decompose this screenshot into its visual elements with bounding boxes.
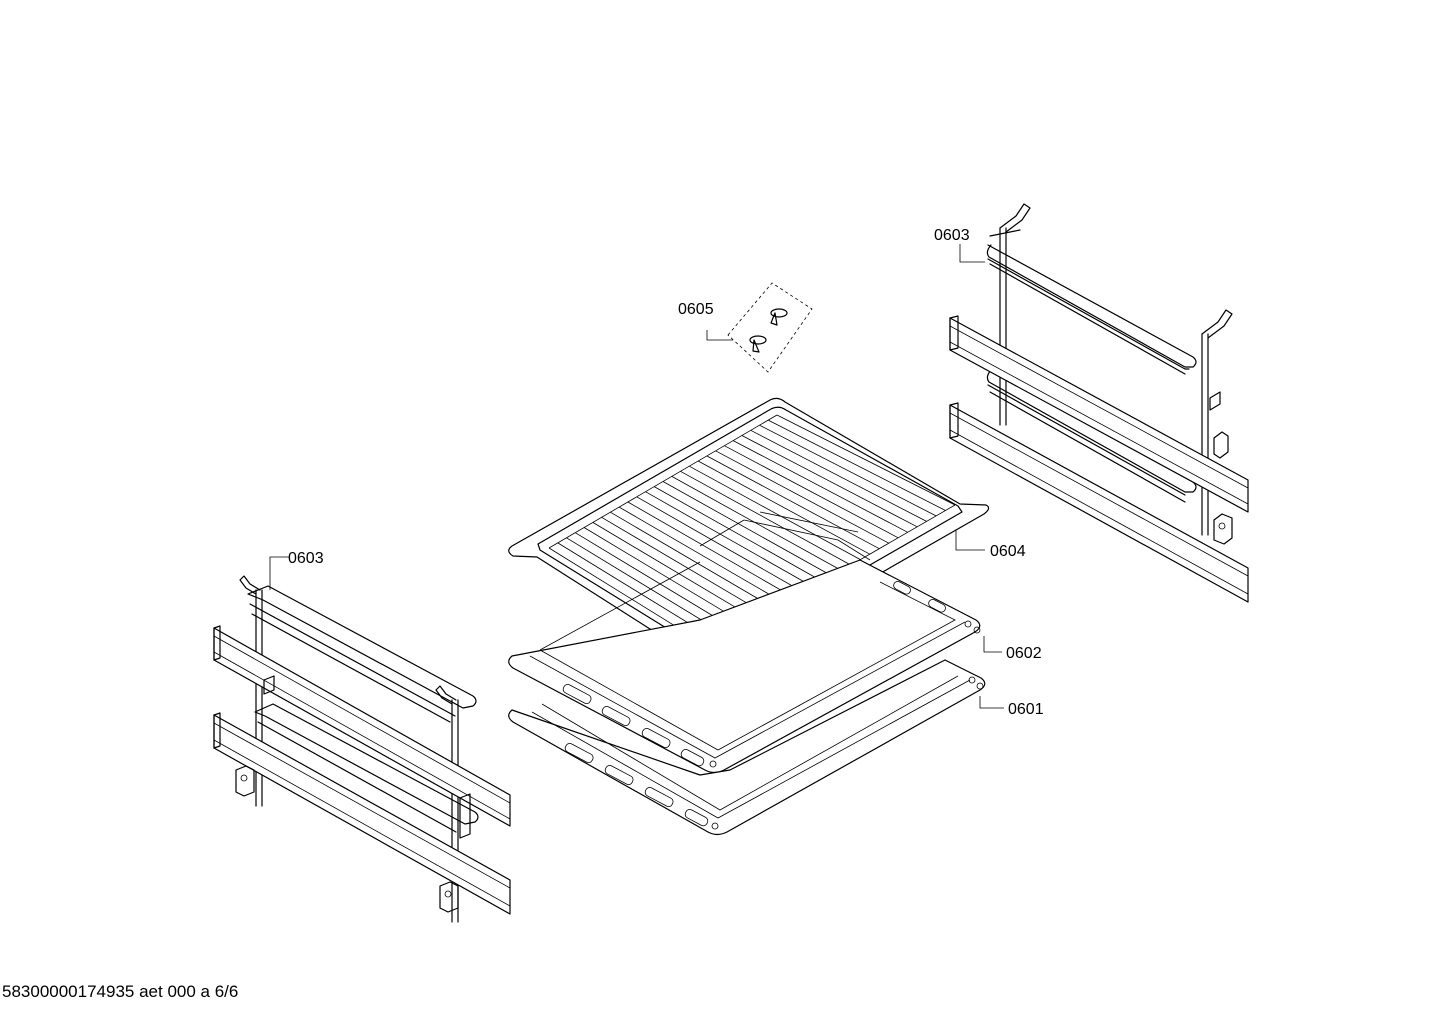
callout-0603-right: 0603	[934, 227, 970, 244]
grid-wire	[750, 429, 927, 522]
grid-wire	[776, 414, 956, 506]
callout-0601: 0601	[1008, 701, 1044, 718]
side-rail-right-part[interactable]: 0603	[934, 203, 1249, 603]
grid-wire	[575, 532, 738, 631]
screw-set-part[interactable]: 0605	[678, 282, 813, 373]
grid-wire	[583, 527, 748, 626]
grid-wire	[610, 511, 776, 610]
grid-wire	[601, 516, 767, 615]
grid-wire	[662, 481, 833, 577]
grid-wire	[618, 506, 785, 604]
grid-wire	[697, 460, 870, 555]
grid-wire	[627, 501, 795, 599]
tray-slots	[562, 581, 981, 768]
grid-wire	[724, 445, 899, 539]
grid-wire	[645, 491, 814, 588]
grid-wire	[706, 455, 880, 550]
screw-icon	[749, 308, 788, 353]
baking-tray-lower-part[interactable]: 0601	[508, 659, 1044, 836]
grid-wire	[671, 476, 842, 571]
grid-wire	[636, 496, 804, 593]
grid-wire	[741, 435, 918, 528]
grid-wire	[733, 440, 908, 533]
tray-slots	[564, 676, 984, 830]
grid-wire	[715, 450, 889, 544]
grid-wire	[689, 465, 861, 560]
grid-wire	[592, 522, 757, 621]
callout-0605: 0605	[678, 301, 714, 318]
callout-0603-left: 0603	[288, 550, 324, 567]
grid-wire	[680, 470, 852, 566]
grid-wire	[759, 424, 937, 517]
callout-0602: 0602	[1006, 645, 1042, 662]
grid-wires	[548, 414, 956, 648]
callout-0604: 0604	[990, 543, 1026, 560]
grid-wire	[768, 419, 946, 511]
side-rail-left-part[interactable]: 0603	[213, 550, 511, 923]
document-id: 58300000174935 aet 000 a 6/6	[2, 982, 239, 1001]
grid-wire	[654, 486, 823, 582]
